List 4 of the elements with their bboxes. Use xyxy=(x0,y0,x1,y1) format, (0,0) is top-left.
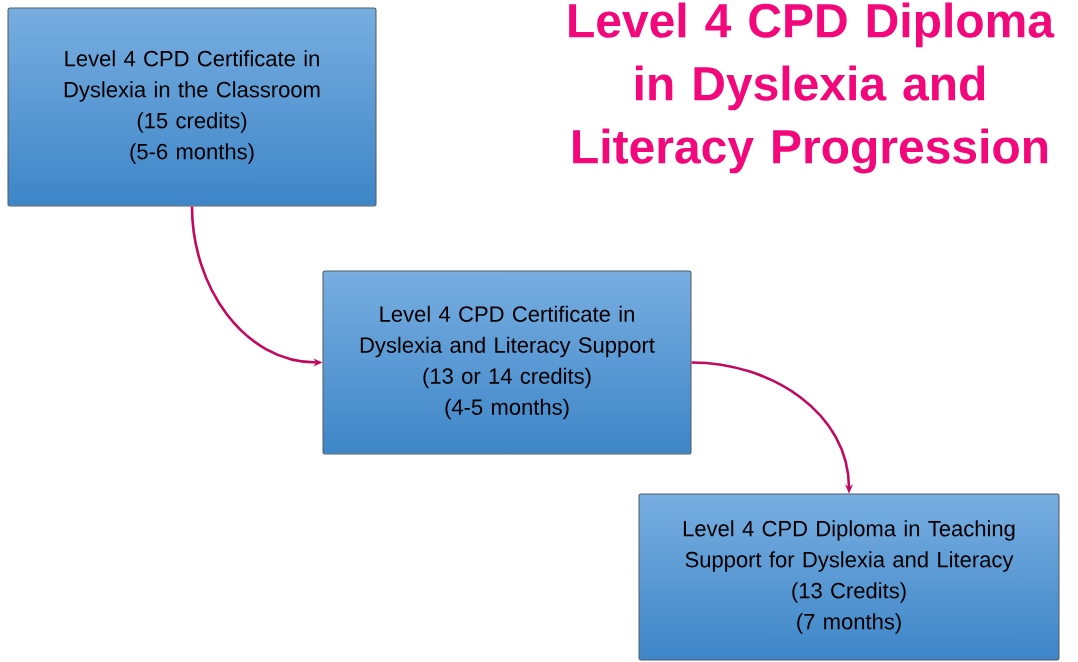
course-box: Level 4 CPD Diploma in Teaching Support for Dyslexia and Literacy (13 Credits) (7 months) xyxy=(638,493,1060,661)
course-box: Level 4 CPD Certificate in Dyslexia and Literacy Support (13 or 14 credits) (4-5 months) xyxy=(322,270,692,455)
title: Level 4 CPD Diploma in Dyslexia and Literacy Progression xyxy=(569,2,1055,174)
course-box: Level 4 CPD Certificate in Dyslexia in the Classroom (15 credits) (5-6 months) xyxy=(7,7,377,207)
